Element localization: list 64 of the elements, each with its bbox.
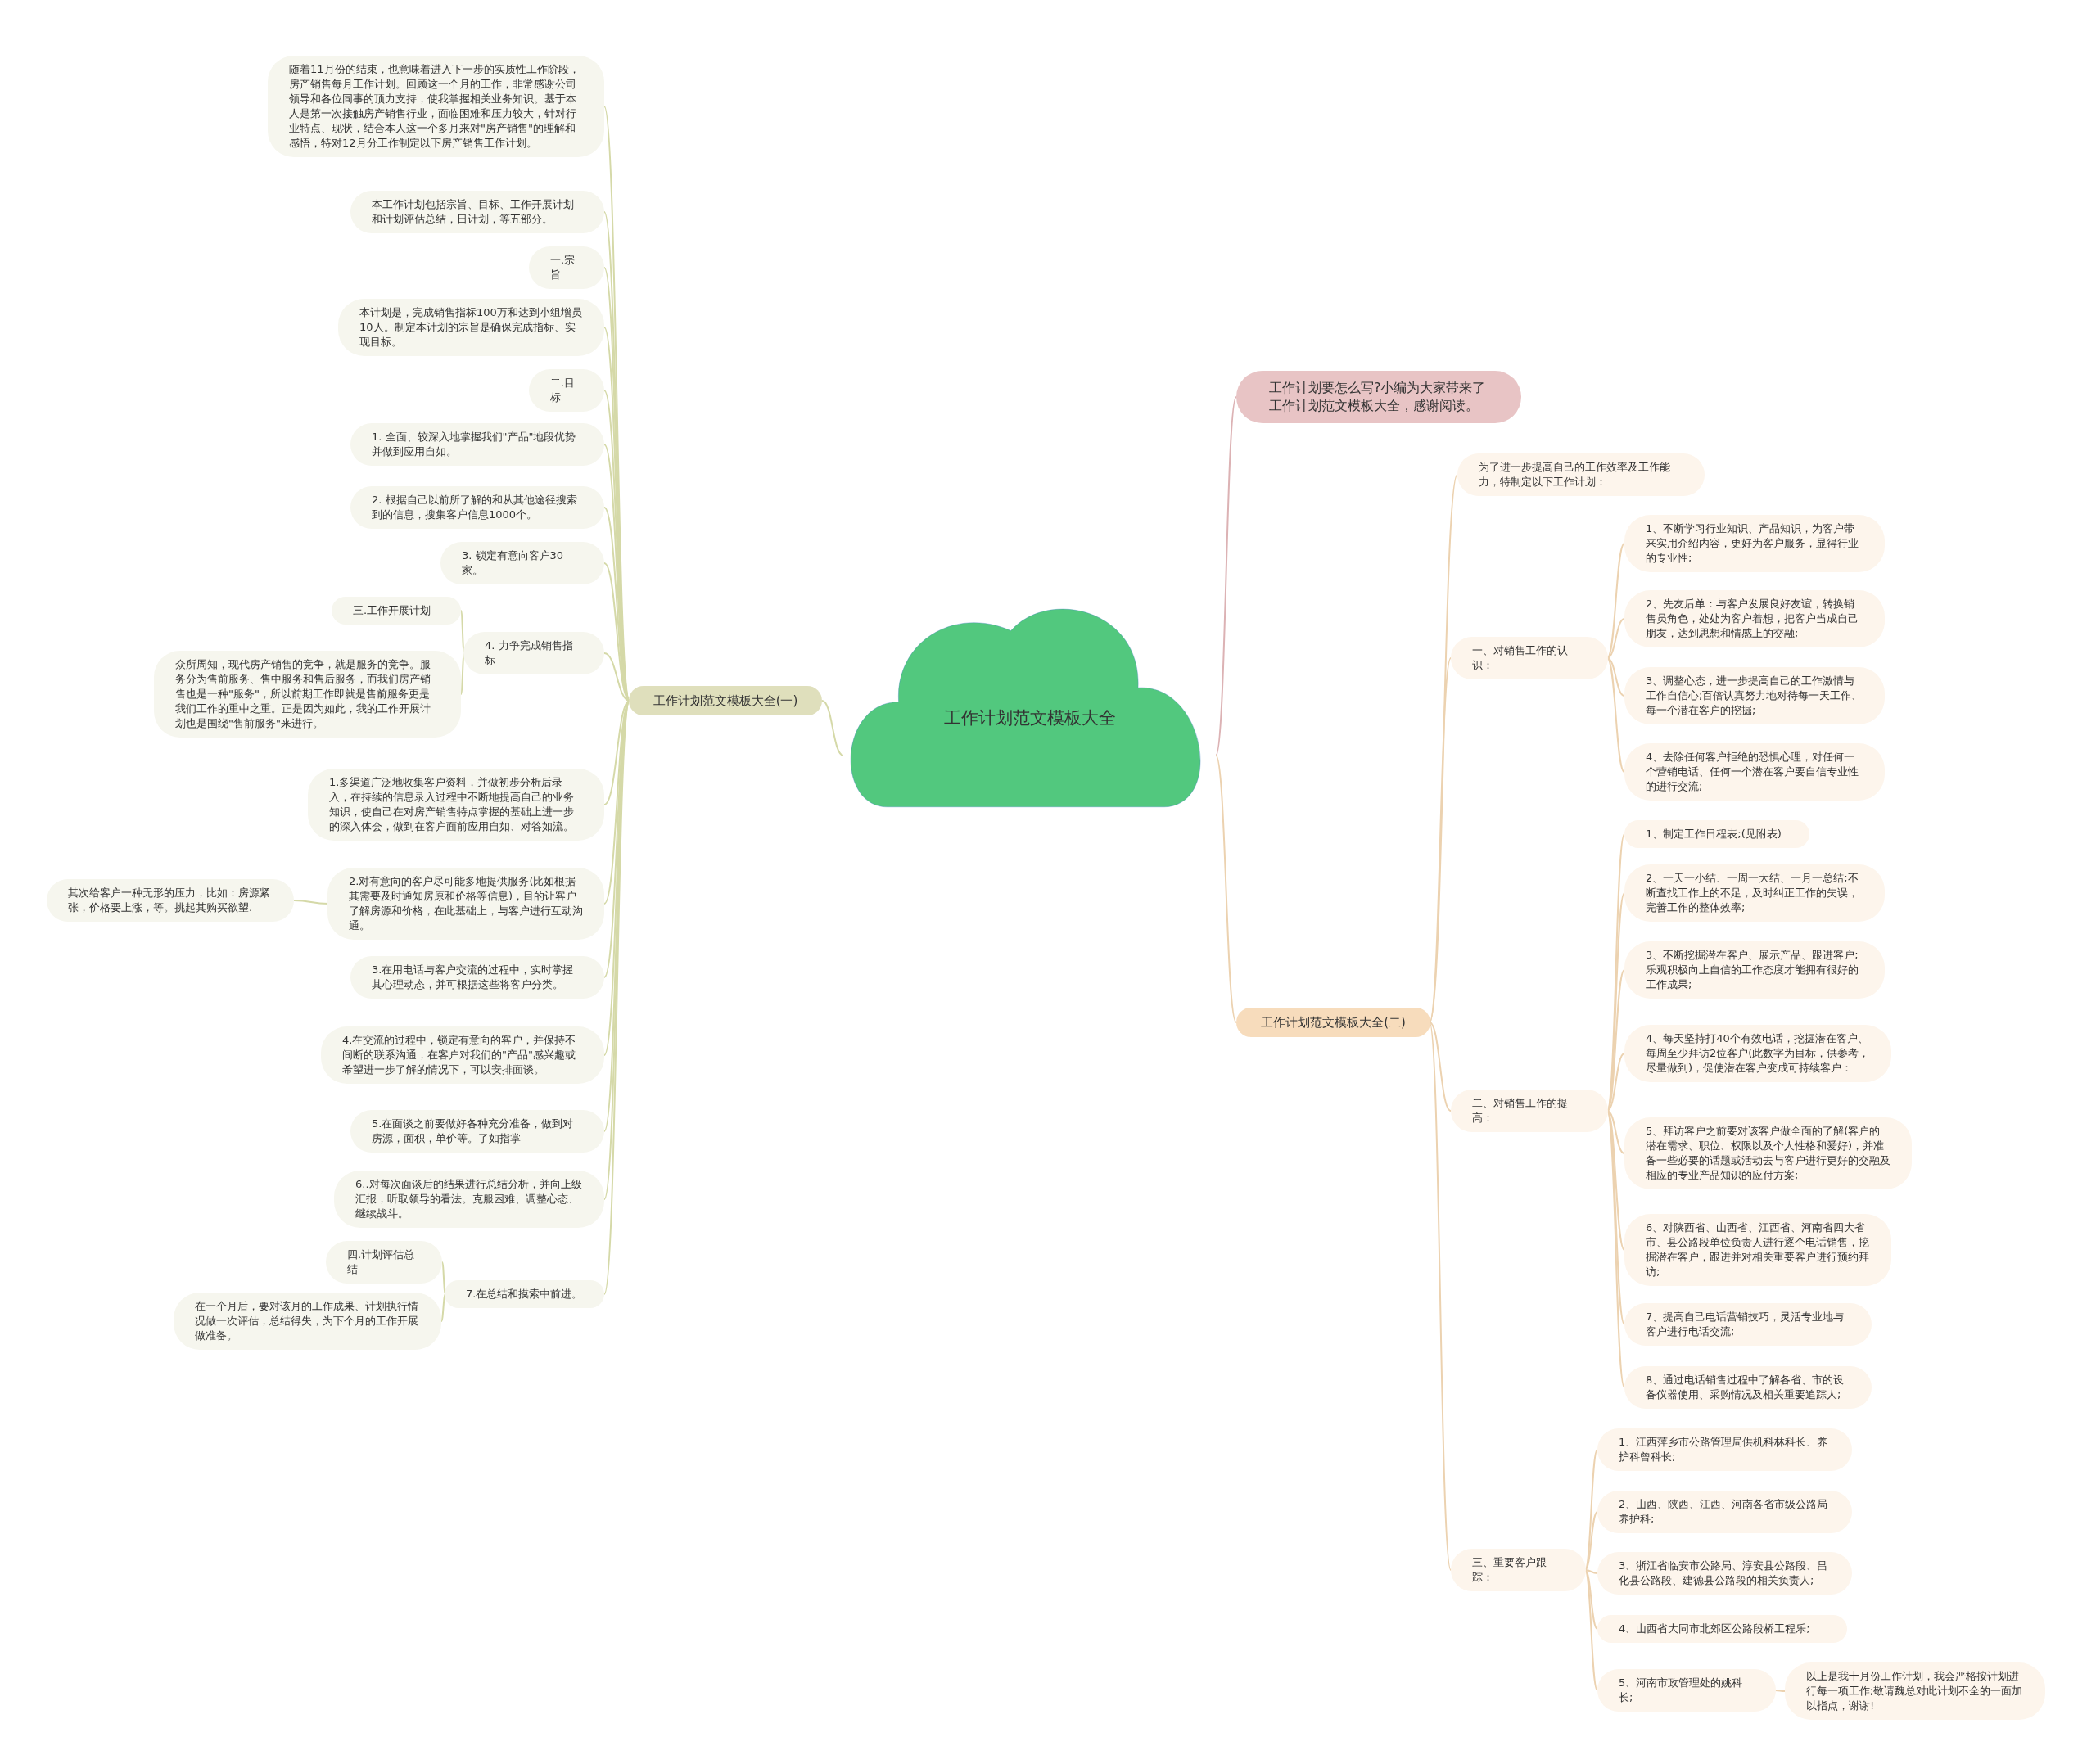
topic-bubble: 4、每天坚持打40个有效电话，挖掘潜在客户、每周至少拜访2位客户(此数字为目标，供参考，尽量做到)，促使潜在客户变成可持续客户： — [1624, 1025, 1891, 1082]
topic-bubble: 为了进一步提高自己的工作效率及工作能力，特制定以下工作计划： — [1457, 453, 1705, 496]
connector-line — [1606, 1110, 1625, 1251]
topic-bubble: 3.在用电话与客户交流的过程中，实时掌握其心理动态，并可根据这些将客户分类。 — [350, 956, 604, 999]
topic-bubble: 3、浙江省临安市公路局、淳安县公路段、昌化县公路段、建德县公路段的相关负责人; — [1597, 1552, 1852, 1595]
topic-bubble: 4.在交流的过程中，锁定有意向的客户，并保持不间断的联系沟通，在客户对我们的"产品"感兴趣或希望进一步了解的情况下，可以安排面谈。 — [321, 1026, 604, 1084]
topic-bubble: 众所周知，现代房产销售的竞争，就是服务的竞争。服务分为售前服务、售中服务和售后服务，而我们房产销售也是一种"服务"，所以前期工作即就是售前服务更是我们工作的重中之重。正是因为如此，我的工作开展计划也是围绕"售前服务"来进行。 — [154, 651, 461, 738]
topic-bubble: 三、重要客户跟踪： — [1451, 1549, 1586, 1591]
topic-bubble: 5、河南市政管理处的姚科长; — [1597, 1669, 1776, 1712]
topic-bubble: 6..对每次面谈后的结果进行总结分析，并向上级汇报，听取领导的看法。克服困难、调整心态、继续战斗。 — [334, 1171, 604, 1228]
topic-bubble: 本工作计划包括宗旨、目标、工作开展计划和计划评估总结，日计划，等五部分。 — [350, 191, 604, 233]
topic-bubble: 2. 根据自己以前所了解的和从其他途径搜索到的信息，搜集客户信息1000个。 — [350, 486, 604, 529]
connector-line — [1606, 543, 1625, 659]
connector-line — [1584, 1511, 1598, 1571]
topic-bubble: 2、先友后单：与客户发展良好友谊，转换销售员角色，处处为客户着想，把客户当成自己朋友，达到思想和情感上的交融; — [1624, 590, 1885, 647]
topic-bubble: 本计划是，完成销售指标100万和达到小组增员10人。制定本计划的宗旨是确保完成指标、实现目标。 — [338, 299, 604, 356]
connector-line — [1584, 1569, 1598, 1630]
connector-line — [1606, 657, 1625, 773]
connector-line — [1429, 1022, 1452, 1112]
connector-line — [1606, 618, 1625, 659]
topic-bubble: 2、一天一小结、一周一大结、一月一总结;不断查找工作上的不足，及时纠正工作的失误，完善工作的整体效率; — [1624, 864, 1885, 922]
connector-line — [1429, 657, 1452, 1023]
connector-line — [821, 700, 844, 756]
topic-bubble: 7、提高自己电话营销技巧，灵活专业地与客户进行电话交流; — [1624, 1303, 1872, 1346]
connector-line — [293, 900, 329, 905]
topic-bubble: 二.目标 — [529, 369, 604, 412]
connector-line — [1606, 1110, 1625, 1154]
branch-topic: 工作计划范文模板大全(一) — [629, 686, 822, 715]
topic-bubble: 1、不断学习行业知识、产品知识，为客户带来实用介绍内容，更好为客户服务，显得行业的专业性; — [1624, 515, 1885, 572]
connector-line — [603, 700, 630, 805]
connector-line — [1774, 1690, 1786, 1692]
topic-bubble: 1.多渠道广泛地收集客户资料，并做初步分析后录入，在持续的信息录入过程中不断地提高自己的业务知识，使自己在对房产销售特点掌握的基础上进一步的深入体会，做到在客户面前应用自如、对答如流。 — [308, 769, 604, 841]
connector-line — [1606, 657, 1625, 697]
topic-bubble: 1. 全面、较深入地掌握我们"产品"地段优势并做到应用自如。 — [350, 423, 604, 466]
branch-topic: 工作计划范文模板大全(二) — [1236, 1008, 1430, 1037]
topic-bubble: 四.计划评估总结 — [326, 1241, 442, 1284]
topic-bubble: 5、拜访客户之前要对该客户做全面的了解(客户的潜在需求、职位、权限以及个人性格和爱好)，并准备一些必要的话题或活动去与客户进行更好的交融及相应的专业产品知识的应付方案; — [1624, 1117, 1912, 1189]
topic-bubble: 1、江西萍乡市公路管理局供机科林科长、养护科曾科长; — [1597, 1428, 1852, 1471]
topic-bubble: 5.在面谈之前要做好各种充分准备，做到对房源，面积，单价等。了如指掌 — [350, 1110, 604, 1153]
topic-bubble: 在一个月后，要对该月的工作成果、计划执行情况做一次评估，总结得失，为下个月的工作开展做准备。 — [174, 1293, 441, 1350]
topic-bubble: 3. 锁定有意向客户30家。 — [440, 542, 604, 584]
topic-bubble: 其次给客户一种无形的压力，比如：房源紧张，价格要上涨，等。挑起其购买欲望. — [47, 879, 294, 922]
topic-bubble: 4、山西省大同市北郊区公路段桥工程乐; — [1597, 1615, 1847, 1643]
intro-bubble: 工作计划要怎么写?小编为大家带来了工作计划范文模板大全，感谢阅读。 — [1236, 371, 1521, 423]
connector-line — [1215, 396, 1237, 756]
topic-bubble: 2.对有意向的客户尽可能多地提供服务(比如根据其需要及时通知房原和价格等信息)，目的让客户了解房源和价格，在此基础上，与客户进行互动沟通。 — [328, 868, 604, 940]
topic-bubble: 三.工作开展计划 — [332, 597, 461, 625]
topic-bubble: 3、不断挖掘潜在客户、展示产品、跟进客户;乐观积极向上自信的工作态度才能拥有很好的工作成果; — [1624, 941, 1885, 999]
connector-line — [1606, 1053, 1625, 1112]
topic-bubble: 1、制定工作日程表;(见附表) — [1624, 820, 1809, 848]
topic-bubble: 一.宗旨 — [529, 246, 604, 289]
topic-bubble: 4、去除任何客户拒绝的恐惧心理，对任何一个营销电话、任何一个潜在客户要自信专业性的进行交流; — [1624, 743, 1885, 801]
topic-bubble: 7.在总结和摸索中前进。 — [445, 1280, 604, 1308]
topic-bubble: 2、山西、陕西、江西、河南各省市级公路局养护科; — [1597, 1491, 1852, 1533]
connector-line — [1215, 754, 1237, 1023]
topic-bubble: 8、通过电话销售过程中了解各省、市的设备仪器使用、采购情况及相关重要追踪人; — [1624, 1366, 1872, 1409]
topic-bubble: 3、调整心态，进一步提高自己的工作激情与工作自信心;百倍认真努力地对待每一天工作、每一个潜在客户的挖掘; — [1624, 667, 1885, 724]
topic-bubble: 4. 力争完成销售指标 — [463, 632, 604, 674]
topic-bubble: 随着11月份的结束，也意味着进入下一步的实质性工作阶段，房产销售每月工作计划。回顾这一个月的工作，非常感谢公司领导和各位同事的顶力支持，使我掌握相关业务知识。基于本人是第一次接触房产销售行业，面临困难和压力较大，针对行业特点、现状，结合本人这一个多月来对"房产销售"的理解和感悟，特对12月分工作制定以下房产销售工作计划。 — [268, 56, 604, 157]
topic-bubble: 6、对陕西省、山西省、江西省、河南省四大省市、县公路段单位负责人进行逐个电话销售，挖掘潜在客户，跟进并对相关重要客户进行预约拜访; — [1624, 1214, 1891, 1286]
connector-line — [603, 652, 630, 702]
topic-bubble: 一、对销售工作的认识： — [1451, 637, 1608, 679]
topic-bubble: 以上是我十月份工作计划，我会严格按计划进行每一项工作;敬请魏总对此计划不全的一面加以指点，谢谢! — [1785, 1662, 2045, 1720]
topic-bubble: 二、对销售工作的提高： — [1451, 1090, 1608, 1132]
